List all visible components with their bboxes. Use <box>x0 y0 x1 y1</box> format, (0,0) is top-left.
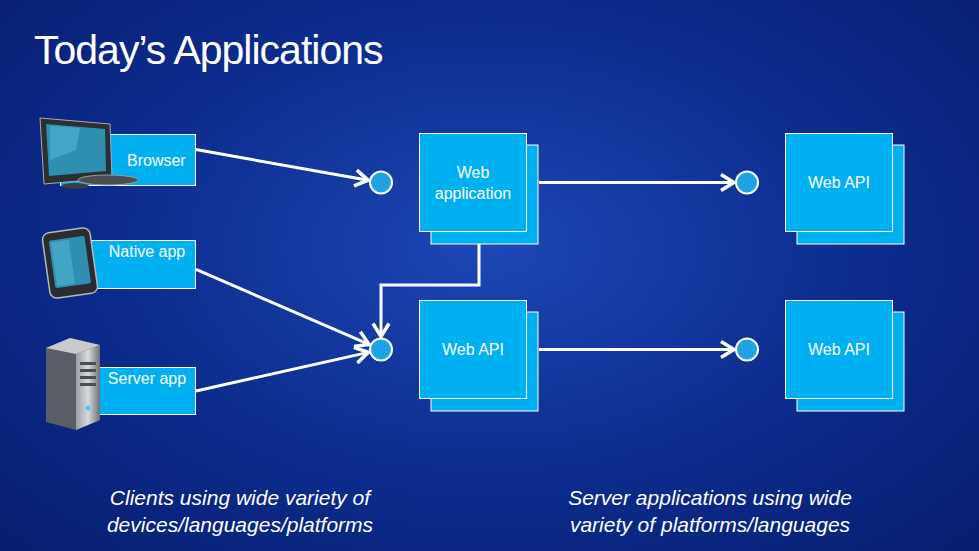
flow-arrow <box>539 342 734 358</box>
flow-arrow <box>196 269 369 346</box>
server-tower-icon <box>46 338 100 430</box>
desktop-icon <box>40 118 138 189</box>
port-circle <box>736 172 758 194</box>
connector-line <box>539 348 734 351</box>
flow-arrow <box>539 175 734 191</box>
arrow-head <box>354 170 368 186</box>
arrow-head <box>354 347 368 363</box>
flow-arrow <box>196 347 368 391</box>
caption-note: Server applications using wide variety o… <box>545 484 875 538</box>
process-box: Web application <box>419 133 527 232</box>
box-label: Web API <box>808 339 870 360</box>
port-circle <box>736 339 758 361</box>
connector-line <box>196 150 368 181</box>
flow-arrow <box>373 244 479 337</box>
phone-icon <box>42 227 99 299</box>
arrow-head <box>373 324 389 337</box>
arrow-head <box>354 332 369 347</box>
flow-arrow <box>196 150 368 186</box>
process-box: Web API <box>785 300 893 399</box>
box-label: Server app <box>108 368 186 389</box>
box-label: Native app <box>109 241 186 262</box>
process-box: Web API <box>419 300 527 399</box>
box-label: Web API <box>442 339 504 360</box>
process-box: Web API <box>785 133 893 232</box>
connector-line <box>196 269 369 344</box>
connector-line <box>381 244 479 337</box>
box-label: Web application <box>424 162 522 204</box>
caption-note: Clients using wide variety of devices/la… <box>85 484 395 538</box>
slide-title: Today’s Applications <box>34 26 382 74</box>
box-label: Web API <box>808 172 870 193</box>
port-circle <box>370 172 392 194</box>
box-label: Browser <box>127 150 186 171</box>
port-circle <box>370 339 392 361</box>
arrow-head <box>721 175 734 191</box>
arrow-head <box>721 342 734 358</box>
connector-line <box>196 352 368 391</box>
connector-line <box>539 181 734 184</box>
